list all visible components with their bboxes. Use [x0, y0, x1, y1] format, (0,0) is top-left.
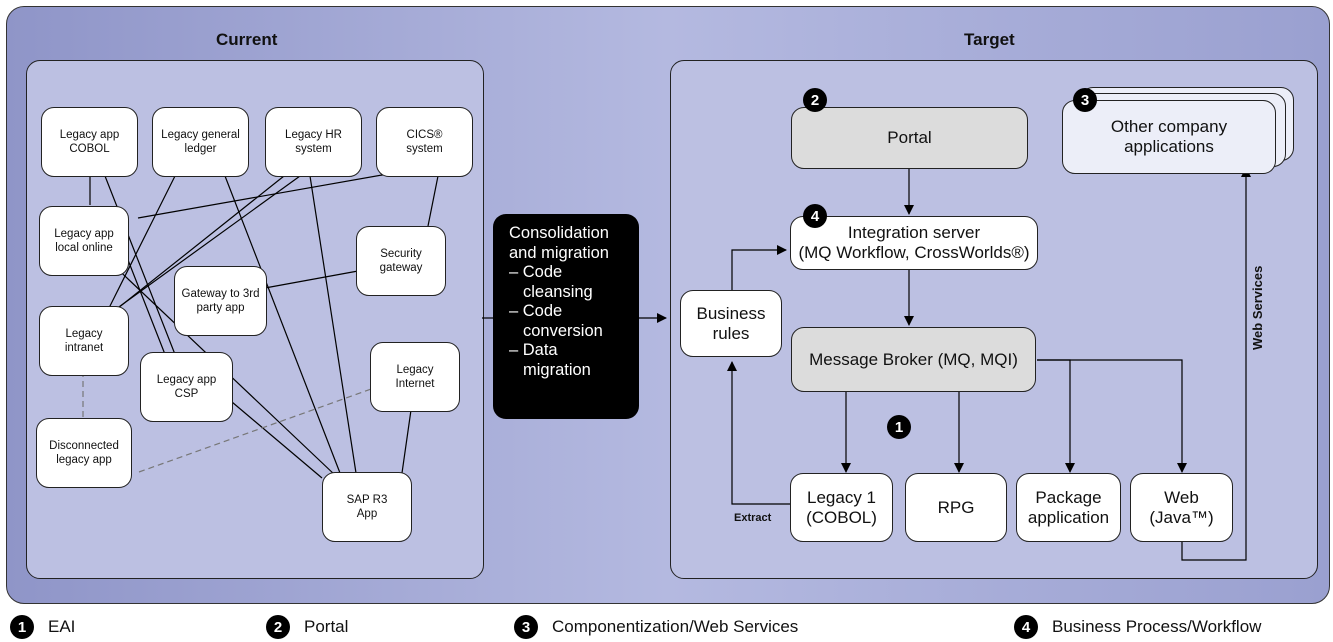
- message-broker-node: Message Broker (MQ, MQI): [791, 327, 1036, 392]
- package-application-node: Package application: [1016, 473, 1121, 542]
- migration-title: Consolidation and migration: [509, 224, 609, 262]
- legend-item-eai: 1 EAI: [10, 614, 75, 640]
- badge-componentization: 3: [1073, 88, 1097, 112]
- badge-portal: 2: [803, 88, 827, 112]
- legend-label: Componentization/Web Services: [552, 617, 799, 636]
- legacy-intranet-node: Legacy intranet: [39, 306, 129, 376]
- integration-server-node: Integration server (MQ Workflow, CrossWo…: [790, 216, 1038, 270]
- disconnected-legacy-app-node: Disconnected legacy app: [36, 418, 132, 488]
- legacy-hr-system-node: Legacy HR system: [265, 107, 362, 177]
- legend-item-componentization: 3 Componentization/Web Services: [514, 614, 798, 640]
- legacy-general-ledger-node: Legacy general ledger: [152, 107, 249, 177]
- badge-workflow: 4: [803, 204, 827, 228]
- legacy-app-cobol-node: Legacy app COBOL: [41, 107, 138, 177]
- legend-badge: 3: [514, 615, 538, 639]
- web-java-node: Web (Java™): [1130, 473, 1233, 542]
- migration-step: – Data migration: [509, 341, 591, 379]
- extract-label: Extract: [734, 512, 772, 524]
- legend-label: EAI: [48, 617, 76, 636]
- other-company-applications-node: Other company applications: [1062, 100, 1276, 174]
- web-services-label: Web Services: [1250, 265, 1265, 350]
- legend-badge: 1: [10, 615, 34, 639]
- legacy-internet-node: Legacy Internet: [370, 342, 460, 412]
- cics-system-node: CICS® system: [376, 107, 473, 177]
- legend-badge: 2: [266, 615, 290, 639]
- current-title: Current: [216, 30, 278, 49]
- legend-label: Business Process/Workflow: [1052, 617, 1262, 636]
- badge-eai: 1: [887, 415, 911, 439]
- legend-item-portal: 2 Portal: [266, 614, 348, 640]
- migration-steps: – Code cleansing – Code conversion – Dat…: [509, 263, 629, 380]
- portal-node: Portal: [791, 107, 1028, 169]
- legend-item-workflow: 4 Business Process/Workflow: [1014, 614, 1261, 640]
- legend-label: Portal: [304, 617, 349, 636]
- migration-step: – Code conversion: [509, 302, 603, 340]
- legacy1-cobol-node: Legacy 1 (COBOL): [790, 473, 893, 542]
- legacy-app-csp-node: Legacy app CSP: [140, 352, 233, 422]
- legend-badge: 4: [1014, 615, 1038, 639]
- target-title: Target: [964, 30, 1015, 49]
- migration-step: – Code cleansing: [509, 263, 593, 301]
- business-rules-node: Business rules: [680, 290, 782, 357]
- gateway-3rd-party-node: Gateway to 3rd party app: [174, 266, 267, 336]
- sap-r3-app-node: SAP R3 App: [322, 472, 412, 542]
- security-gateway-node: Security gateway: [356, 226, 446, 296]
- consolidation-migration-box: Consolidation and migration – Code clean…: [493, 214, 639, 419]
- rpg-node: RPG: [905, 473, 1007, 542]
- legacy-app-local-online-node: Legacy app local online: [39, 206, 129, 276]
